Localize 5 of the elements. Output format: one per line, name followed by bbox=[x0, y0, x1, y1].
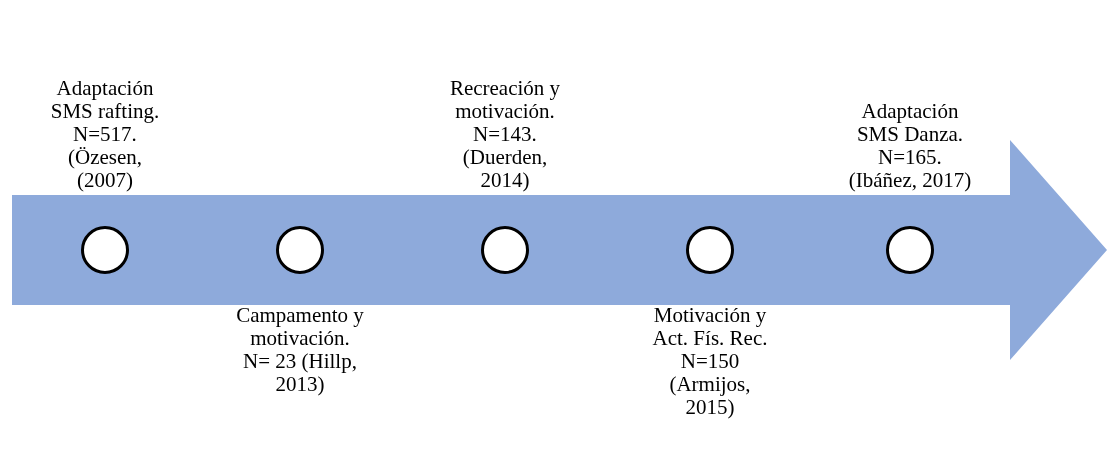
timeline-label: Adaptación SMS Danza. N=165. (Ibáñez, 2017) bbox=[847, 100, 973, 192]
timeline-label: Motivación y Act. Fís. Rec. N=150 (Armijos, 2015) bbox=[651, 304, 769, 419]
timeline-label: Adaptación SMS rafting. N=517. (Özesen, (2007) bbox=[49, 77, 161, 192]
timeline-label: Campamento y motivación. N= 23 (Hillp, 2013) bbox=[236, 304, 364, 396]
timeline-label: Recreación y motivación. N=143. (Duerden, 2014) bbox=[448, 77, 562, 192]
